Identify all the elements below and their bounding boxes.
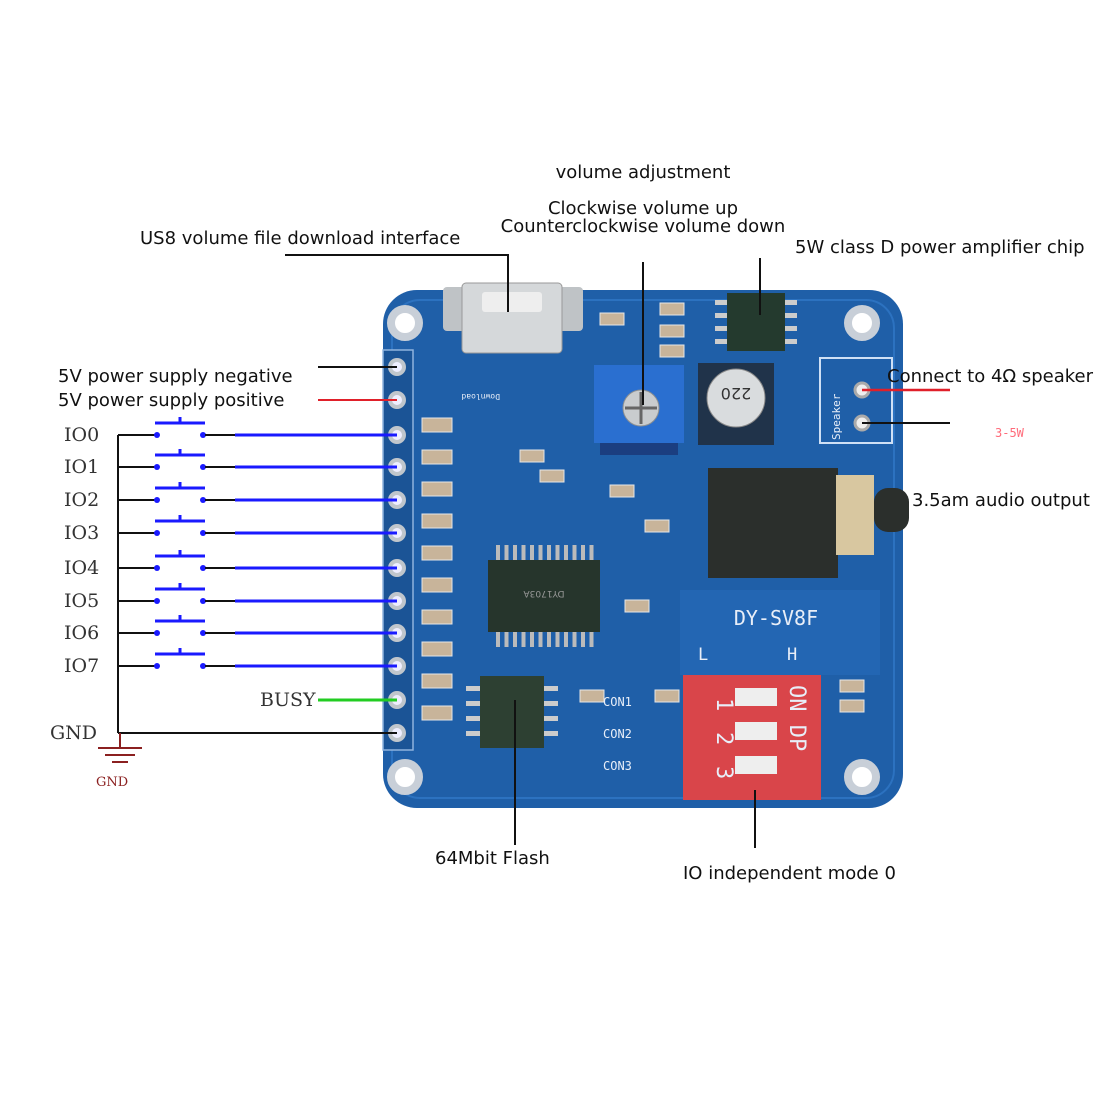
io-mode-label: IO independent mode 0: [683, 863, 896, 884]
ground-symbol-icon: [98, 733, 142, 763]
volume-cw: Clockwise volume up: [548, 198, 738, 219]
io-label: IO5: [64, 590, 99, 612]
push-button: [154, 417, 206, 438]
dip-number-2: 2: [711, 732, 736, 745]
svg-text:Download: Download: [461, 392, 500, 401]
busy-label: BUSY: [260, 689, 316, 711]
dip-number-3: 3: [711, 766, 736, 779]
decoder-chip: DY1703A: [488, 545, 600, 647]
pointer-arrows: [285, 254, 761, 848]
io-label: IO4: [64, 557, 99, 579]
dip-label: ON DP: [784, 685, 809, 751]
gnd-label: GND: [50, 722, 97, 744]
flash-label: 64Mbit Flash: [435, 848, 550, 869]
power-negative-label: 5V power supply negative: [58, 366, 293, 387]
dip-switch[interactable]: 1 2 3 ON DP: [683, 675, 821, 800]
push-button: [154, 515, 206, 536]
usb-port[interactable]: Download: [443, 282, 583, 401]
usb-label: US8 volume file download interface: [140, 228, 460, 249]
dip-number-1: 1: [711, 698, 736, 711]
audio-jack[interactable]: [708, 468, 909, 578]
io-label: IO2: [64, 489, 99, 511]
switch-low-label: L: [698, 645, 708, 665]
io-label: IO6: [64, 622, 99, 644]
board-model: DY-SV8F: [734, 606, 818, 630]
flash-chip: [466, 676, 558, 748]
speaker-label: Connect to 4Ω speaker: [887, 366, 1094, 387]
volume-title: volume adjustment: [556, 162, 731, 183]
push-button: [154, 615, 206, 636]
volume-ccw: Counterclockwise volume down: [501, 216, 786, 237]
svg-text:220: 220: [721, 384, 752, 403]
push-button: [154, 648, 206, 669]
push-button: [154, 550, 206, 571]
con2-label: CON2: [603, 727, 632, 741]
amplifier-chip: [715, 293, 797, 351]
io-label: IO3: [64, 522, 99, 544]
io-label: IO0: [64, 424, 99, 446]
svg-text:Speaker: Speaker: [830, 393, 843, 440]
power-positive-label: 5V power supply positive: [58, 390, 284, 411]
speaker-power-label: 3-5W: [995, 426, 1025, 440]
speaker-terminals[interactable]: Speaker: [819, 357, 893, 444]
ground-symbol-label: GND: [96, 775, 128, 790]
smd-components: [421, 302, 865, 721]
push-button: [154, 583, 206, 604]
con3-label: CON3: [603, 759, 632, 773]
push-button: [154, 482, 206, 503]
audio-output-label: 3.5am audio output: [912, 490, 1090, 511]
svg-text:DY1703A: DY1703A: [523, 588, 565, 598]
push-button: [154, 449, 206, 470]
volume-potentiometer[interactable]: [594, 365, 684, 455]
io-label: IO1: [64, 456, 99, 478]
amp-chip-label: 5W class D power amplifier chip: [795, 237, 1085, 258]
io-label: IO7: [64, 655, 99, 677]
mount-holes: [387, 305, 880, 795]
con1-label: CON1: [603, 695, 632, 709]
capacitor: 220: [698, 363, 774, 445]
switch-high-label: H: [787, 645, 797, 665]
